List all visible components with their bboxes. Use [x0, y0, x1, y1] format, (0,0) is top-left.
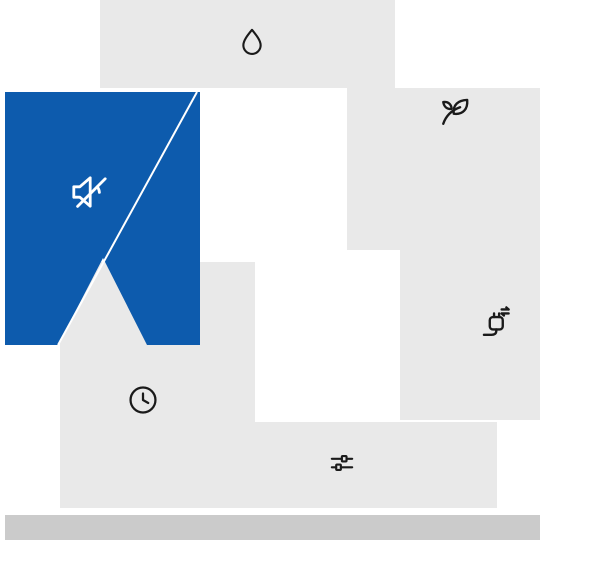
tile-mute-ribbon[interactable]: [5, 92, 200, 345]
bottom-bar: [5, 515, 540, 540]
water-drop-icon: [242, 28, 262, 55]
tile-water[interactable]: [100, 0, 395, 88]
ribbon-shape: [5, 92, 200, 345]
tile-power[interactable]: [400, 160, 540, 420]
leaf-icon: [442, 98, 469, 125]
clock-icon: [129, 386, 157, 414]
tile-options[interactable]: [200, 422, 497, 508]
speaker-mute-icon: [72, 176, 107, 208]
ribbon-fold-seam: [57, 92, 198, 345]
sliders-icon: [330, 454, 354, 472]
plug-swap-icon: [482, 306, 510, 337]
